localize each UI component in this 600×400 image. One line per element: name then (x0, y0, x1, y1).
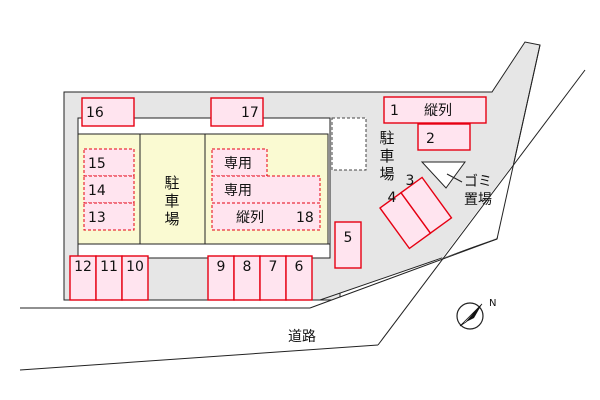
slot-17-number: 17 (241, 105, 259, 121)
parking-slot-5 (334, 221, 362, 269)
parking-slot-10 (121, 255, 149, 301)
road (20, 80, 575, 370)
label-right-parking-2: 車 (379, 147, 394, 165)
private-slot-top (211, 148, 268, 177)
slot-9-number: 9 (217, 259, 226, 275)
slot-16-number: 16 (86, 105, 104, 121)
parking-slot-9 (207, 255, 235, 301)
slot-8-number: 8 (243, 259, 252, 275)
parking-slot-1 (383, 96, 487, 124)
compass-north-icon (456, 302, 484, 330)
slot-2-number: 2 (426, 131, 435, 147)
label-center-parking-1: 駐 (164, 174, 179, 192)
building-bottom-strip (77, 243, 331, 259)
slot-10-number: 10 (126, 259, 144, 275)
parking-slot-13 (83, 202, 135, 231)
road-edge-lower (19, 344, 379, 371)
slot-4-number: 4 (388, 190, 397, 206)
label-right-parking-3: 場 (379, 165, 394, 183)
parking-slot-14 (83, 175, 135, 204)
slot-14-number: 14 (88, 183, 106, 199)
private-top-label: 専用 (224, 156, 252, 172)
parking-slot-6 (285, 255, 313, 301)
slot-5-number: 5 (344, 230, 353, 246)
parking-slot-7 (259, 255, 287, 301)
slot-1-note: 縦列 (424, 103, 452, 119)
slot-3-number: 3 (406, 173, 415, 189)
slot-18-number: 18 (296, 210, 314, 226)
parking-slot-17 (210, 97, 264, 127)
parking-slot-8 (233, 255, 261, 301)
parking-slot-2 (417, 123, 471, 151)
slot-13-number: 13 (88, 210, 106, 226)
road-edge-upper (309, 238, 498, 309)
slot-7-number: 7 (269, 259, 278, 275)
building-center-parking (139, 133, 206, 245)
label-center-parking-3: 場 (164, 210, 179, 228)
slot-6-number: 6 (295, 259, 304, 275)
private-mid-label: 専用 (224, 183, 252, 199)
garbage-leader (446, 173, 463, 183)
parking-slot-3 (400, 176, 453, 235)
dashed-outdoor-space (331, 117, 367, 171)
label-garbage-1: ゴミ (464, 173, 492, 190)
road-edge-right (496, 44, 541, 240)
garbage-area (420, 161, 466, 189)
slot-11-number: 11 (100, 259, 118, 275)
compass-letter: N (489, 298, 496, 309)
road-edge-lower-right (377, 69, 586, 346)
slot-1-number: 1 (390, 103, 399, 119)
label-garbage-2: 置場 (464, 192, 492, 208)
parking-slot-18 (211, 202, 321, 231)
slot-12-number: 12 (74, 259, 92, 275)
slot-18-note: 縦列 (236, 210, 264, 226)
label-center-parking-2: 車 (164, 192, 179, 210)
slot-15-number: 15 (88, 156, 106, 172)
road-label: 道路 (288, 329, 316, 345)
private-slot-mid (211, 175, 321, 204)
parking-slot-16 (81, 97, 135, 127)
label-right-parking-1: 駐 (379, 129, 394, 147)
